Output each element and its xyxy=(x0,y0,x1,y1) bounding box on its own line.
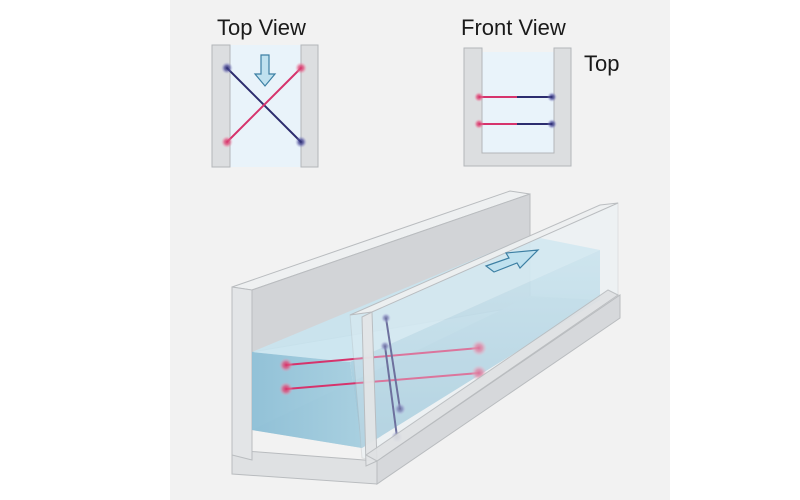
top-view-red-beam xyxy=(226,67,302,143)
front-view-channel xyxy=(482,52,554,153)
blue-source-rear xyxy=(380,341,390,351)
top-view-red-source xyxy=(221,136,233,148)
front-view-u-channel xyxy=(463,47,572,167)
flow-direction-arrow-icon xyxy=(484,249,540,273)
red-source-lower xyxy=(279,382,293,396)
water-back-volume xyxy=(252,352,362,448)
front-view-blue-dot-2 xyxy=(547,119,557,129)
red-source-upper xyxy=(279,358,293,372)
base-slab-front xyxy=(231,449,378,485)
blue-beam-rear xyxy=(384,345,398,438)
top-view-blue-source xyxy=(221,62,233,74)
channel-3d-diagram xyxy=(231,190,621,485)
top-side-label: Top xyxy=(584,51,620,76)
top-view-label: Top View xyxy=(217,15,306,40)
top-view-right-wall xyxy=(300,44,319,168)
top-view-red-detector xyxy=(295,62,307,74)
front-view-red-dot-1 xyxy=(474,92,484,102)
front-view-red-dot-2 xyxy=(474,119,484,129)
red-beam-upper xyxy=(285,347,480,366)
front-view-blue-dot-1 xyxy=(547,92,557,102)
back-wall-front-face xyxy=(231,286,253,461)
front-wall-base xyxy=(365,289,619,462)
blue-beam-front xyxy=(385,317,401,410)
red-beam-lower xyxy=(285,372,480,390)
blue-source-front xyxy=(381,313,391,323)
red-detector-upper xyxy=(471,340,487,356)
water-surface xyxy=(252,236,600,362)
front-view-diagram xyxy=(463,47,572,167)
top-view-diagram xyxy=(211,44,319,168)
down-arrow-icon xyxy=(253,54,277,87)
base-slab-side xyxy=(376,294,621,485)
front-wall-top xyxy=(349,202,619,316)
top-view-blue-detector xyxy=(295,136,307,148)
front-view-label: Front View xyxy=(461,15,566,40)
blue-detector-front xyxy=(394,403,406,415)
